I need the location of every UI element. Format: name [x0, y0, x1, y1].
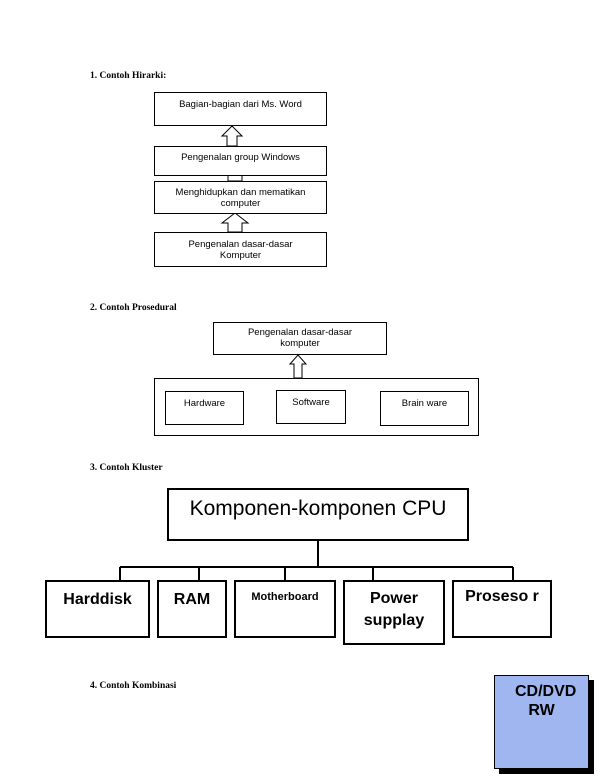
- procedural-step-hardware: Hardware: [165, 391, 244, 425]
- section-heading-combination: 4. Contoh Kombinasi: [90, 681, 177, 691]
- procedural-step-brainware: Brain ware: [380, 391, 469, 426]
- cluster-child-motherboard: Motherboard: [234, 580, 336, 638]
- cluster-child-prosesor: Proseso r: [452, 580, 552, 638]
- combination-cd-dvd-box: CD/DVD RW: [494, 675, 589, 769]
- hierarchy-box-3: Menghidupkan dan mematikan computer: [154, 181, 327, 214]
- section-heading-cluster: 3. Contoh Kluster: [90, 463, 163, 473]
- procedural-top-box: Pengenalan dasar-dasar komputer: [213, 322, 387, 355]
- up-arrow: [220, 125, 244, 147]
- up-arrow: [220, 212, 250, 233]
- procedural-step-software: Software: [276, 390, 346, 424]
- section-heading-hierarchy: 1. Contoh Hirarki:: [90, 71, 167, 81]
- up-arrow: [288, 354, 308, 379]
- hierarchy-box-4: Pengenalan dasar-dasar Komputer: [154, 232, 327, 267]
- cluster-child-harddisk: Harddisk: [45, 580, 150, 638]
- hierarchy-box-1: Bagian-bagian dari Ms. Word: [154, 92, 327, 126]
- cluster-root-box: Komponen-komponen CPU: [167, 488, 469, 541]
- hierarchy-box-2: Pengenalan group Windows: [154, 146, 327, 176]
- section-heading-procedural: 2. Contoh Prosedural: [90, 303, 177, 313]
- cluster-child-power-supplay: Power supplay: [343, 580, 445, 645]
- cluster-child-ram: RAM: [157, 580, 227, 638]
